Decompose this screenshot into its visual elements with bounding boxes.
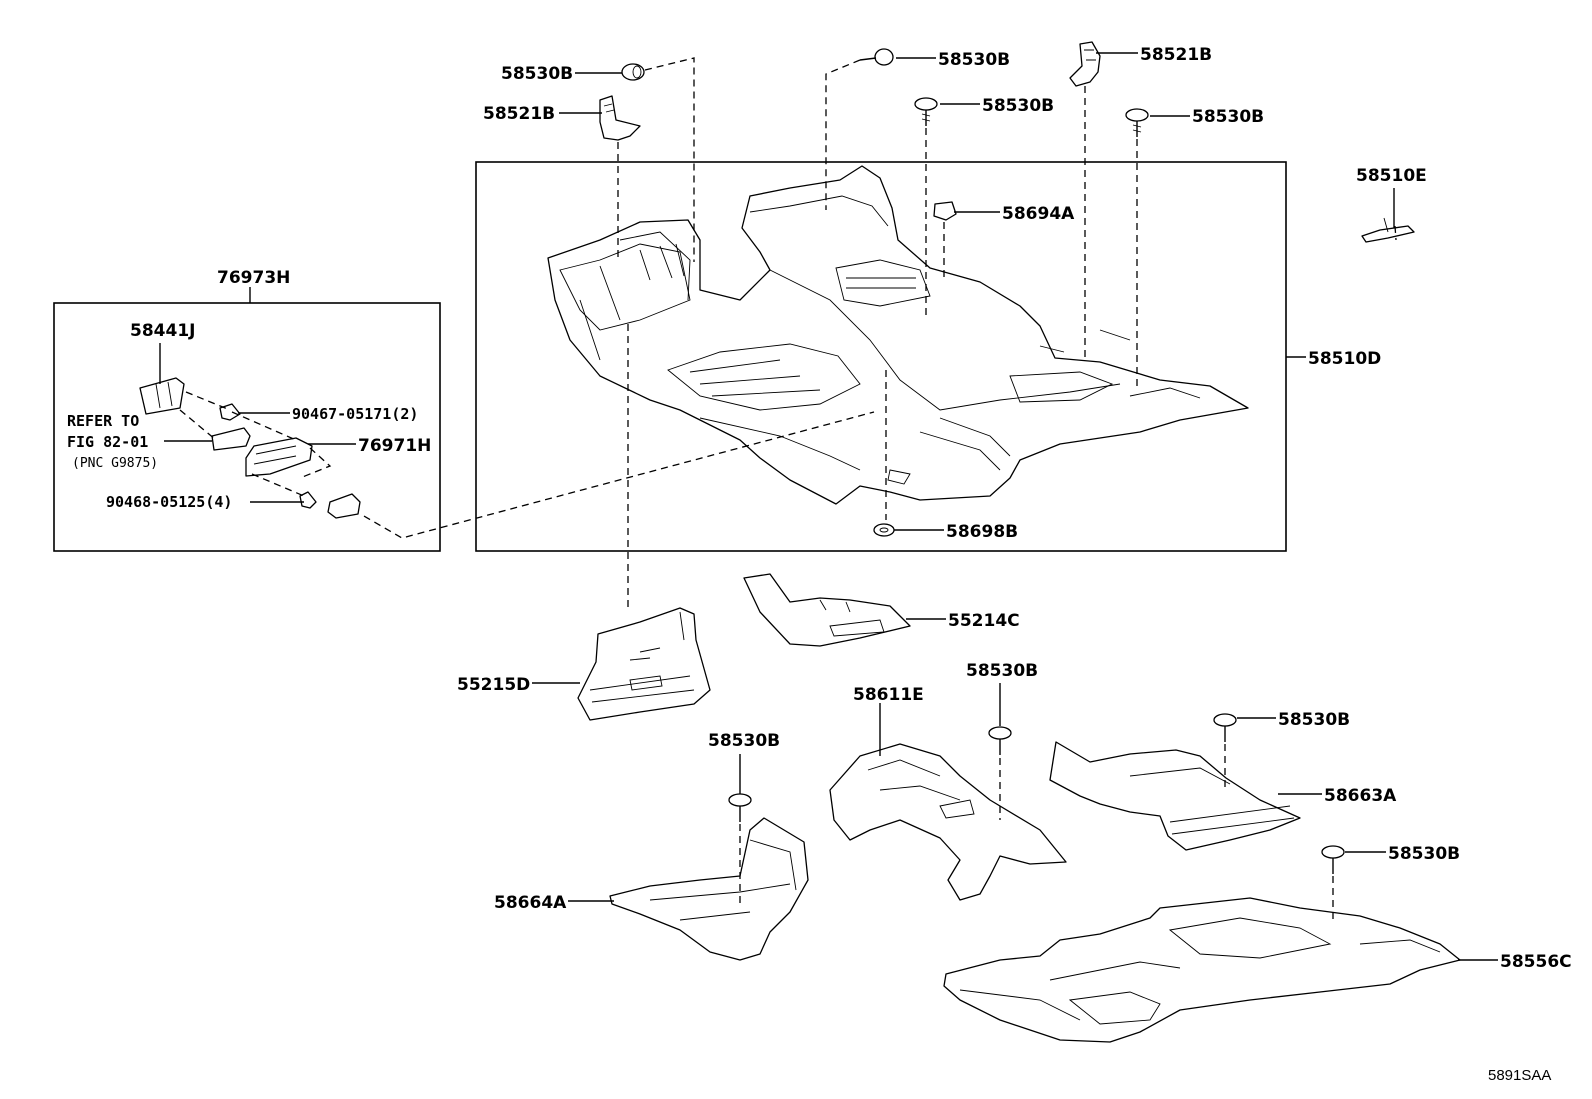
clip-58530B-lower-3	[1213, 713, 1237, 742]
callout-58521B-2: 58521B	[483, 104, 555, 124]
clip-58530B-top-left	[621, 63, 645, 81]
callout-58698B: 58698B	[946, 522, 1018, 542]
garnish-58441J	[139, 377, 185, 415]
callout-58530B-4: 58530B	[1192, 107, 1264, 127]
insulator-58611E	[829, 743, 1067, 901]
garnish-76971H	[245, 437, 313, 477]
leader-lines	[159, 52, 1498, 961]
callout-58441J: 58441J	[130, 321, 195, 341]
refer-line-1: REFER TO	[67, 412, 139, 430]
callout-76973H: 76973H	[217, 268, 290, 288]
floor-carpet-58510D	[547, 165, 1249, 505]
clip-58530B-top-2	[914, 97, 938, 126]
callout-58694A: 58694A	[1002, 204, 1075, 224]
bracket-58521B-top-left	[599, 95, 641, 141]
insulator-55214C	[743, 573, 911, 647]
bracket-58510E	[1361, 217, 1415, 243]
callout-58530B-1: 58530B	[501, 64, 573, 84]
callout-58510E: 58510E	[1356, 166, 1427, 186]
floor-carpet-58556C	[943, 897, 1461, 1043]
insulator-58663A	[1049, 741, 1301, 851]
callout-58530B-5: 58530B	[966, 661, 1038, 681]
grommet-58698B	[873, 523, 895, 537]
callout-58530B-8: 58530B	[1388, 844, 1460, 864]
bracket-58521B-top-right	[1069, 41, 1101, 87]
clip-90467	[219, 403, 241, 421]
callout-58611E: 58611E	[853, 685, 924, 705]
callout-58530B-3: 58530B	[982, 96, 1054, 116]
callout-58530B-2: 58530B	[938, 50, 1010, 70]
clip-58694A	[933, 201, 957, 221]
insulator-58664A	[609, 817, 809, 961]
callout-55214C: 55214C	[948, 611, 1020, 631]
clip-58530B-lower-1	[728, 793, 752, 822]
clip-58530B-top-right	[1125, 108, 1149, 137]
callout-58530B-6: 58530B	[1278, 710, 1350, 730]
clip-58530B-lower-2	[988, 726, 1012, 755]
clip-58530B-lower-4	[1321, 845, 1345, 874]
callout-76971H: 76971H	[358, 436, 431, 456]
insulator-55215D	[577, 607, 711, 721]
pad-part	[327, 493, 361, 519]
refer-line-2: FIG 82-01	[67, 433, 148, 451]
refer-part	[211, 427, 251, 451]
callout-58663A: 58663A	[1324, 786, 1397, 806]
clip-90468	[299, 491, 317, 509]
figure-code: 5891SAA	[1488, 1067, 1551, 1084]
callout-90467-05171: 90467-05171(2)	[292, 405, 418, 423]
assembly-lines	[179, 57, 1397, 922]
callout-58664A: 58664A	[494, 893, 567, 913]
callout-55215D: 55215D	[457, 675, 530, 695]
subassembly-frame	[53, 302, 441, 552]
refer-line-3: (PNC G9875)	[72, 456, 158, 471]
callout-58510D: 58510D	[1308, 349, 1381, 369]
clip-58530B-top-center	[859, 48, 894, 66]
callout-58521B-1: 58521B	[1140, 45, 1212, 65]
callout-58556C: 58556C	[1500, 952, 1572, 972]
callout-90468-05125: 90468-05125(4)	[106, 493, 232, 511]
callout-58530B-7: 58530B	[708, 731, 780, 751]
